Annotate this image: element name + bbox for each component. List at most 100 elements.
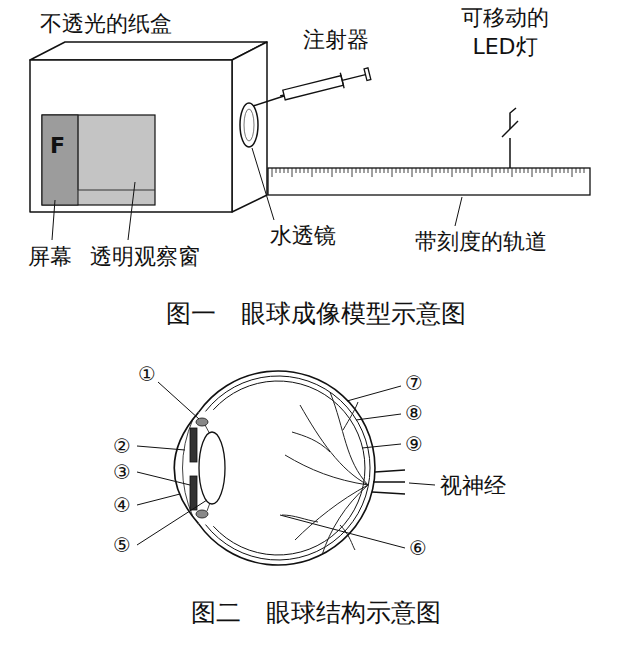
- ruler-tick: [436, 168, 437, 173]
- ruler-tick: [328, 168, 329, 173]
- callout-number: ②: [113, 433, 131, 459]
- ruler-tick: [500, 168, 501, 173]
- ruler-tick: [308, 168, 309, 173]
- ruler-tick: [512, 168, 513, 177]
- ruler-tick: [292, 168, 293, 177]
- paper-box: [30, 42, 267, 212]
- ruler-tick: [332, 168, 333, 177]
- led-lamp: [502, 108, 518, 168]
- callout-number: ⑤: [113, 532, 131, 558]
- ruler-tick: [412, 168, 413, 177]
- ruler-tick: [484, 168, 485, 173]
- ruler-tick: [404, 168, 405, 173]
- ruler-tick: [312, 168, 313, 177]
- leader-lines: [52, 148, 462, 240]
- ruler-tick: [516, 168, 517, 173]
- ruler-tick: [280, 168, 281, 173]
- water-lens: [240, 96, 284, 147]
- ruler-tick: [552, 168, 553, 177]
- ruler-tick: [468, 168, 469, 173]
- ruler-tick: [384, 168, 385, 173]
- ruler-tick: [452, 168, 453, 177]
- ruler-tick: [420, 168, 421, 173]
- ruler-tick: [344, 168, 345, 173]
- ruler-tick: [560, 168, 561, 173]
- ruler-tick: [568, 168, 569, 173]
- ruler-tick: [348, 168, 349, 173]
- track-ruler: [268, 168, 590, 195]
- ruler-tick: [424, 168, 425, 173]
- ruler-tick: [324, 168, 325, 173]
- ruler-tick: [440, 168, 441, 173]
- ruler-tick: [488, 168, 489, 173]
- ruler-tick: [352, 168, 353, 177]
- ruler-tick: [396, 168, 397, 173]
- observation-window: [42, 115, 155, 205]
- ruler-tick: [464, 168, 465, 173]
- ruler-tick: [340, 168, 341, 173]
- ruler-tick: [492, 168, 493, 177]
- window-label: 透明观察窗: [90, 243, 200, 272]
- syringe-label: 注射器: [303, 26, 369, 55]
- ruler-tick: [576, 168, 577, 173]
- lamp-label: 可移动的 LED灯: [453, 4, 557, 61]
- ruler-tick: [448, 168, 449, 173]
- ruler-tick: [556, 168, 557, 173]
- callout-number: ⑨: [405, 431, 423, 457]
- part-label: 视神经: [440, 472, 506, 501]
- ruler-tick: [368, 168, 369, 173]
- callout-number: ⑦: [405, 370, 423, 396]
- lens-label: 水透镜: [270, 222, 336, 251]
- screen-label: 屏幕: [28, 243, 72, 272]
- ruler-tick: [548, 168, 549, 173]
- ruler-tick: [428, 168, 429, 173]
- ruler-tick: [476, 168, 477, 173]
- ruler-tick: [284, 168, 285, 173]
- ruler-tick: [288, 168, 289, 173]
- callout-number: ⑧: [405, 400, 423, 426]
- ruler-tick: [508, 168, 509, 173]
- ruler-tick: [364, 168, 365, 173]
- ruler-tick: [572, 168, 573, 177]
- ruler-tick: [456, 168, 457, 173]
- box-label: 不透光的纸盒: [40, 10, 172, 39]
- callout-number: ⑥: [409, 535, 427, 561]
- ruler-tick: [320, 168, 321, 173]
- ruler-tick: [372, 168, 373, 177]
- ruler-tick: [564, 168, 565, 173]
- ruler-tick: [416, 168, 417, 173]
- ruler-tick: [392, 168, 393, 177]
- ruler-tick: [504, 168, 505, 173]
- ruler-tick: [480, 168, 481, 173]
- ruler-tick: [356, 168, 357, 173]
- screen-letter: F: [50, 132, 65, 161]
- ruler-tick: [532, 168, 533, 177]
- ruler-tick: [544, 168, 545, 173]
- callout-number: ④: [113, 492, 131, 518]
- ruler-tick: [300, 168, 301, 173]
- ruler-tick: [524, 168, 525, 173]
- ruler-tick: [584, 168, 585, 173]
- ruler-tick: [400, 168, 401, 173]
- leader-lines: [137, 382, 435, 548]
- ruler-tick: [360, 168, 361, 173]
- ruler-tick: [528, 168, 529, 173]
- ruler-tick: [388, 168, 389, 173]
- ruler-tick: [540, 168, 541, 173]
- ruler-tick: [496, 168, 497, 173]
- ruler-tick: [272, 168, 273, 177]
- ruler-tick: [336, 168, 337, 173]
- ruler-tick: [520, 168, 521, 173]
- syringe: [278, 66, 371, 104]
- ruler-tick: [444, 168, 445, 173]
- ruler-tick: [316, 168, 317, 173]
- ruler-tick: [380, 168, 381, 173]
- figure-caption: 图一 眼球成像模型示意图: [166, 298, 466, 331]
- callout-number: ①: [138, 361, 156, 387]
- ruler-tick: [304, 168, 305, 173]
- ruler-tick: [376, 168, 377, 173]
- ruler-tick: [460, 168, 461, 173]
- ruler-tick: [536, 168, 537, 173]
- figure-caption: 图二 眼球结构示意图: [191, 597, 441, 630]
